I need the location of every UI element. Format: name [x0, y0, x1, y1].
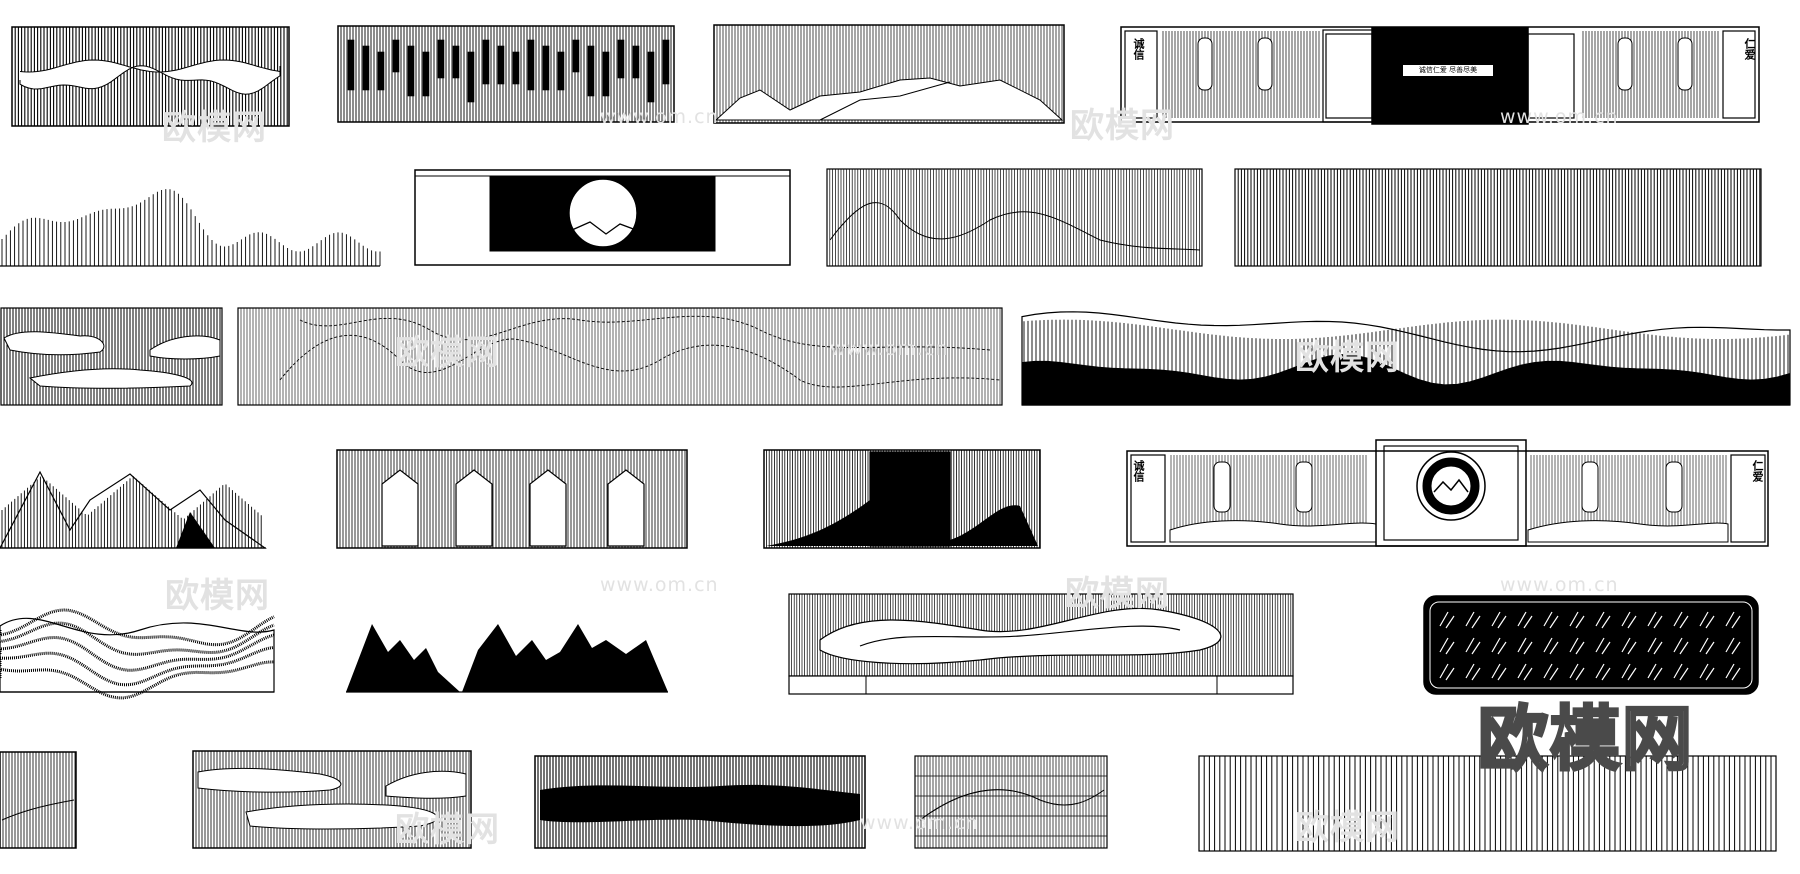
slat-mountain-silhouette	[0, 189, 381, 267]
panel-left-label: 诚信	[1132, 460, 1145, 482]
slat-screen-ridges	[826, 168, 1203, 267]
slat-screen-cloud-bands	[192, 750, 472, 849]
panel-right-label: 仁爱	[1751, 460, 1764, 482]
patterned-rounded-panel	[1423, 595, 1759, 695]
ribbon-wave-screen	[0, 608, 275, 700]
slat-screen-arrows	[336, 449, 688, 549]
black-mountain-peaks	[346, 624, 668, 693]
slat-screen-bamboo	[337, 25, 675, 123]
slat-screen-river	[788, 593, 1294, 695]
triangle-peaks-screen	[0, 470, 267, 549]
slat-screen-hills	[713, 24, 1065, 124]
wave-slat-screen	[1021, 311, 1791, 406]
slat-screen-moon	[414, 169, 791, 266]
slat-screen-fragment	[0, 751, 77, 849]
ornamental-wall-panel	[1120, 26, 1760, 125]
slat-screen-crosshatch	[914, 755, 1108, 849]
slat-screen-clouds	[0, 307, 223, 406]
slat-screen-contour-map	[237, 307, 1003, 406]
slat-screen-cloud	[11, 26, 290, 127]
panel-right-label: 仁爱	[1743, 38, 1756, 60]
panel-left-label: 诚信	[1132, 38, 1145, 60]
center-banner: 诚信仁爱 尽善尽美	[1402, 64, 1494, 77]
plain-vertical-slat-screen	[1234, 168, 1762, 267]
drawings-layer	[0, 24, 1791, 852]
large-brand-watermark: 欧模网	[1477, 697, 1694, 782]
plain-vertical-slat-screen	[1198, 755, 1777, 852]
ornamental-wall-panel-medallion	[1126, 439, 1769, 547]
slat-screen-black-band	[534, 755, 866, 849]
slat-screen-dark-hills	[763, 449, 1041, 549]
